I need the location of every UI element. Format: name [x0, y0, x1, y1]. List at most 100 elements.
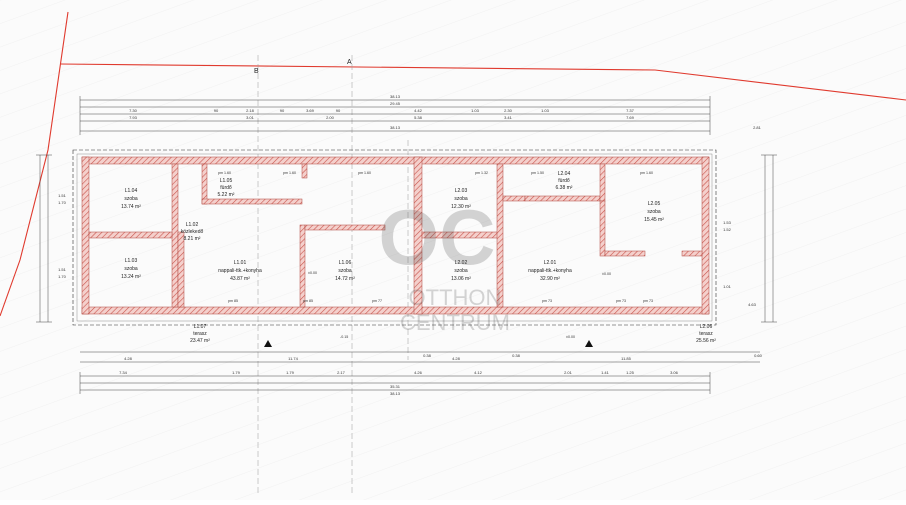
svg-text:43.87 m²: 43.87 m² — [230, 276, 250, 282]
svg-text:7.30: 7.30 — [129, 108, 138, 113]
dim-bottom-row: 35.31 — [390, 384, 401, 389]
room-l2-03: L2.03 szoba 12.30 m² — [451, 188, 471, 210]
watermark-line1: OTTHON — [409, 285, 502, 310]
section-marker-b: B — [254, 68, 259, 75]
svg-text:1.53: 1.53 — [723, 220, 732, 225]
svg-text:2.18: 2.18 — [246, 108, 255, 113]
dim-left-segments: 1.51 1.70 1.51 1.70 — [58, 193, 67, 279]
svg-text:13.74 m²: 13.74 m² — [121, 204, 141, 210]
svg-text:L2.02: L2.02 — [455, 260, 468, 266]
svg-text:L1.02: L1.02 — [186, 222, 199, 228]
svg-text:pm 1.60: pm 1.60 — [358, 171, 371, 175]
svg-text:1.51: 1.51 — [58, 267, 67, 272]
room-l2-01: L2.01 nappali-ttk.+konyha 32.90 m² — [528, 260, 572, 282]
otthon-centrum-watermark: OC OTTHON CENTRUM — [379, 193, 511, 335]
svg-text:1.03: 1.03 — [541, 108, 550, 113]
svg-text:1.79: 1.79 — [232, 370, 241, 375]
svg-text:L2.05: L2.05 — [648, 201, 661, 207]
svg-text:90: 90 — [280, 108, 285, 113]
dim-bottom-segments-2: 7.34 1.79 1.79 2.17 4.26 4.12 2.01 1.41 … — [119, 370, 679, 375]
room-l2-05: L2.05 szoba 15.45 m² — [644, 201, 664, 223]
room-l1-02: L1.02 közlekedő 8.21 m² — [181, 222, 204, 242]
svg-text:1.41: 1.41 — [601, 370, 610, 375]
svg-text:23.47 m²: 23.47 m² — [190, 338, 210, 344]
svg-text:11.85: 11.85 — [621, 356, 631, 361]
svg-text:terasz: terasz — [699, 331, 713, 337]
pm-labels-bottom: pm 85 pm 85 pm 77 pm 73 pm 73 pm 73 — [228, 299, 653, 303]
svg-text:pm 1.60: pm 1.60 — [640, 171, 653, 175]
svg-text:11.74: 11.74 — [288, 356, 298, 361]
svg-text:szoba: szoba — [647, 209, 661, 215]
svg-text:pm 77: pm 77 — [372, 299, 382, 303]
svg-text:szoba: szoba — [454, 268, 468, 274]
svg-text:5.22 m²: 5.22 m² — [218, 192, 235, 198]
dim-bottom-total: 38.13 — [390, 391, 401, 396]
svg-text:±0.00: ±0.00 — [566, 335, 575, 339]
svg-text:13.06 m²: 13.06 m² — [451, 276, 471, 282]
svg-text:1.01: 1.01 — [723, 284, 732, 289]
svg-text:13.24 m²: 13.24 m² — [121, 274, 141, 280]
svg-text:1.03: 1.03 — [471, 108, 480, 113]
svg-text:pm 1.60: pm 1.60 — [283, 171, 296, 175]
dim-top-overall: 38.13 — [390, 125, 401, 130]
svg-text:±0.00: ±0.00 — [308, 271, 317, 275]
section-marker-a: A — [347, 59, 352, 66]
svg-text:12.30 m²: 12.30 m² — [451, 204, 471, 210]
room-l1-01: L1.01 nappali-ttk.+konyha 43.87 m² — [218, 260, 262, 282]
svg-text:L1.06: L1.06 — [339, 260, 352, 266]
svg-text:nappali-ttk.+konyha: nappali-ttk.+konyha — [218, 268, 262, 274]
svg-text:pm 73: pm 73 — [616, 299, 626, 303]
svg-text:pm 85: pm 85 — [303, 299, 313, 303]
svg-text:fürdő: fürdő — [558, 178, 570, 184]
svg-text:3.69: 3.69 — [306, 108, 315, 113]
svg-text:90: 90 — [214, 108, 219, 113]
room-l1-06: L1.06 szoba 14.72 m² — [335, 260, 355, 282]
watermark-logo: OC — [379, 193, 496, 281]
svg-text:szoba: szoba — [124, 196, 138, 202]
dim-right-segments: 1.53 1.52 1.01 4.63 — [723, 220, 757, 307]
svg-text:pm 1.60: pm 1.60 — [218, 171, 231, 175]
dim-bottom-segments: 4.28 11.74 0.38 4.28 0.38 11.85 0.60 — [124, 353, 763, 361]
svg-text:25.56 m²: 25.56 m² — [696, 338, 716, 344]
eave-line — [76, 153, 713, 322]
svg-text:0.38: 0.38 — [512, 353, 521, 358]
svg-text:7.93: 7.93 — [129, 115, 138, 120]
svg-text:2.00: 2.00 — [326, 115, 335, 120]
svg-text:L1.07: L1.07 — [194, 324, 207, 330]
svg-text:pm 85: pm 85 — [228, 299, 238, 303]
svg-text:4.42: 4.42 — [414, 108, 423, 113]
svg-text:L1.04: L1.04 — [125, 188, 138, 194]
svg-text:szoba: szoba — [338, 268, 352, 274]
svg-text:2.30: 2.30 — [504, 108, 513, 113]
svg-text:közlekedő: közlekedő — [181, 229, 204, 235]
svg-text:7.69: 7.69 — [626, 115, 635, 120]
svg-text:3.41: 3.41 — [504, 115, 513, 120]
svg-text:15.45 m²: 15.45 m² — [644, 217, 664, 223]
bottom-dimension-lines — [79, 351, 760, 394]
axis-lines — [257, 55, 409, 495]
svg-text:3.06: 3.06 — [670, 370, 679, 375]
svg-text:pm 1.50: pm 1.50 — [531, 171, 544, 175]
svg-text:pm 1.32: pm 1.32 — [475, 171, 488, 175]
svg-text:8.21 m²: 8.21 m² — [184, 236, 201, 242]
room-l1-05: L1.05 fürdő 5.22 m² — [218, 178, 235, 198]
svg-text:7.34: 7.34 — [119, 370, 128, 375]
svg-text:fürdő: fürdő — [220, 185, 232, 191]
svg-text:32.90 m²: 32.90 m² — [540, 276, 560, 282]
svg-text:4.26: 4.26 — [414, 370, 423, 375]
svg-text:1.51: 1.51 — [58, 193, 67, 198]
svg-text:3.01: 3.01 — [246, 115, 255, 120]
svg-text:5.38: 5.38 — [414, 115, 423, 120]
svg-text:4.12: 4.12 — [474, 370, 483, 375]
svg-text:L1.05: L1.05 — [220, 178, 233, 184]
svg-text:L1.03: L1.03 — [125, 258, 138, 264]
svg-text:1.70: 1.70 — [58, 200, 67, 205]
dim-top-segments-2: 7.93 3.01 2.00 5.38 3.41 7.69 — [129, 115, 635, 120]
svg-text:pm 73: pm 73 — [542, 299, 552, 303]
svg-text:L2.01: L2.01 — [544, 260, 557, 266]
svg-text:4.63: 4.63 — [748, 302, 757, 307]
svg-text:90: 90 — [336, 108, 341, 113]
watermark-line2: CENTRUM — [400, 310, 510, 335]
dim-right-outer: 2.81 — [753, 125, 762, 130]
